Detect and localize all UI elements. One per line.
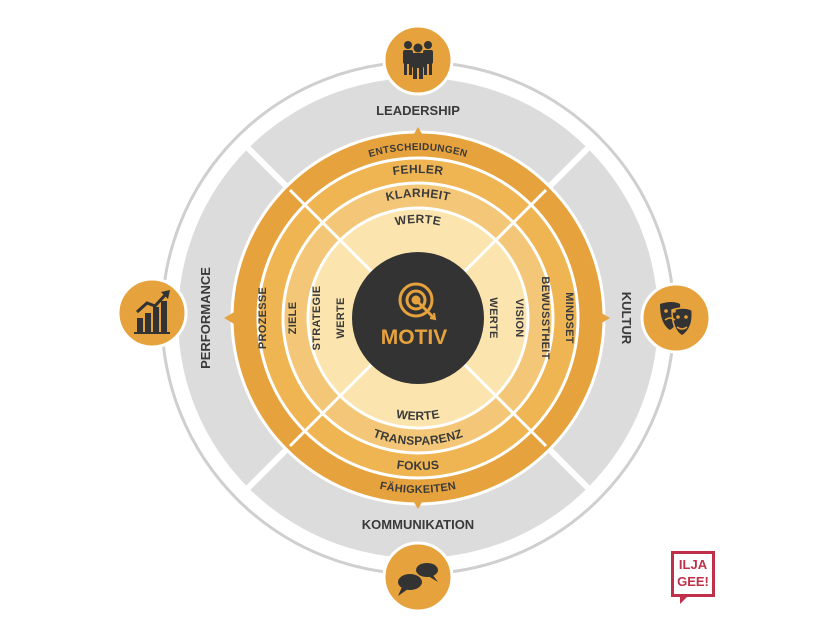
ring-bottom-4: WERTE	[395, 407, 441, 423]
logo-line-1: ILJA	[678, 557, 708, 572]
brand-logo: ILJA GEE!	[671, 551, 715, 604]
theater-masks-icon	[640, 282, 712, 354]
business-people-icon	[382, 24, 454, 96]
logo-speech-tail	[680, 596, 688, 604]
arrow-right	[598, 311, 610, 325]
ring-right-4: WERTE	[487, 297, 499, 338]
center-label: MOTIV	[381, 326, 448, 349]
arrow-down	[411, 497, 425, 509]
label-leadership: LEADERSHIP	[376, 103, 460, 118]
ring-bottom-1: FÄHIGKEITEN	[379, 480, 457, 496]
center-disc	[352, 252, 484, 384]
label-kommunikation: KOMMUNIKATION	[362, 517, 474, 532]
arrow-up	[411, 127, 425, 139]
ring-right-2: BEWUSSTHEIT	[539, 276, 551, 359]
target-icon	[398, 282, 437, 321]
ring-left-2: ZIELE	[287, 302, 299, 335]
ring-left-4: WERTE	[335, 297, 347, 338]
ring-right-1: MINDSET	[563, 292, 575, 344]
label-performance: PERFORMANCE	[198, 267, 213, 369]
ring-top-3: KLARHEIT	[384, 186, 452, 204]
ring-top-2: FEHLER	[392, 162, 445, 178]
arrow-left	[224, 311, 236, 325]
ring-bottom-2: FOKUS	[396, 458, 440, 473]
ring-right-3: VISION	[513, 298, 525, 337]
logo-line-2: GEE!	[677, 574, 709, 589]
ring-left-1: PROZESSE	[257, 287, 269, 349]
ring-left-3: STRATEGIE	[311, 286, 323, 351]
speech-bubbles-icon	[382, 541, 454, 613]
ring-top-4: WERTE	[394, 212, 443, 229]
label-kultur: KULTUR	[619, 292, 634, 345]
growth-chart-icon	[116, 277, 188, 349]
